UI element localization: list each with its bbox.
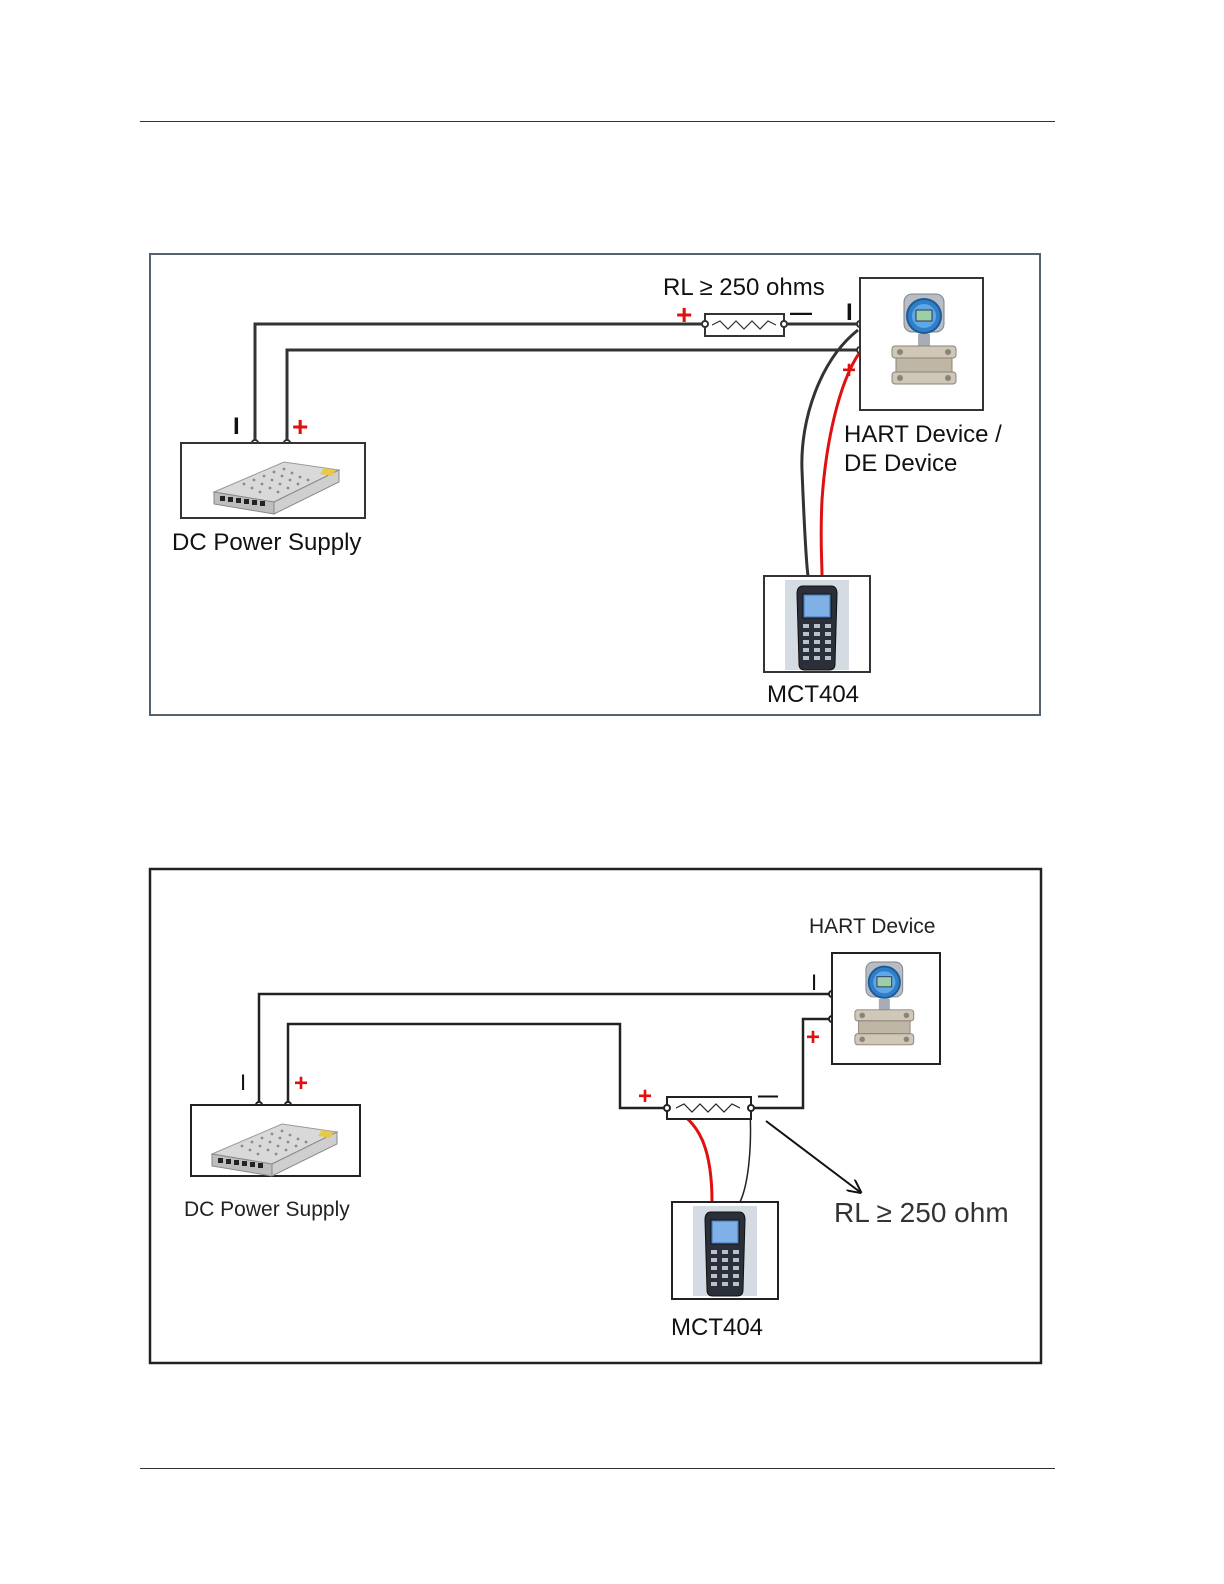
diagram-2-supply-minus: I (240, 1070, 246, 1095)
diagram-2-resistor-icon (664, 1097, 754, 1119)
diagram-1-supply-minus: I (233, 413, 240, 440)
diagram-2-resistor-plus: + (638, 1083, 652, 1110)
diagram-1-device-label-2: DE Device (844, 450, 957, 477)
diagram-1-communicator-label: MCT404 (767, 681, 859, 708)
diagram-1-resistor-minus: — (790, 300, 812, 325)
diagram-2: + — RL ≥ 250 ohm HART Device I + I + DC … (150, 869, 1041, 1363)
diagram-1-device-minus: I (846, 299, 853, 326)
diagram-2-resistor-minus: — (758, 1085, 778, 1107)
diagram-2-pointer-arrow-icon (766, 1121, 860, 1192)
diagram-2-supply-label: DC Power Supply (184, 1198, 350, 1221)
diagram-2-device-label: HART Device (809, 915, 935, 938)
diagram-1-resistor-plus: + (676, 299, 692, 330)
diagram-2-device-minus: I (811, 970, 817, 995)
diagram-2-supply-plus: + (294, 1070, 308, 1097)
diagram-1-supply-plus: + (292, 411, 308, 442)
diagram-1-resistor-label: RL ≥ 250 ohms (663, 274, 825, 301)
diagram-1: RL ≥ 250 ohms + — I + HART Device / DE D… (150, 254, 1040, 715)
diagram-2-device-plus: + (806, 1024, 820, 1051)
diagram-1-device-label-1: HART Device / (844, 421, 1002, 448)
diagram-2-communicator-label: MCT404 (671, 1314, 763, 1341)
diagram-1-supply-label: DC Power Supply (172, 529, 361, 556)
diagram-2-red-lead (670, 1108, 712, 1202)
diagram-1-resistor-icon (702, 314, 787, 336)
diagram-1-device-plus: + (842, 357, 856, 384)
diagram-2-handheld-communicator-icon (693, 1206, 757, 1296)
diagram-2-resistor-label: RL ≥ 250 ohm (834, 1197, 1009, 1228)
diagram-1-handheld-communicator-icon (785, 580, 849, 670)
